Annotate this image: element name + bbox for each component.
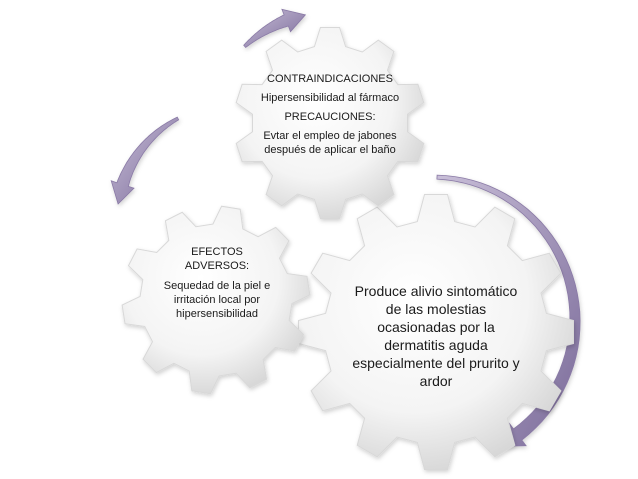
gear-right	[298, 194, 574, 470]
gear-left	[121, 205, 311, 395]
adverse-effects-text: Sequedad de la piel e irritación local p…	[163, 280, 271, 320]
precautions-heading: PRECAUCIONES:	[284, 111, 376, 123]
contraindications-heading: CONTRAINDICACIONES	[267, 73, 393, 85]
gear-right-text: Produce alivio sintomático de las molest…	[352, 282, 520, 390]
precautions-text: Evtar el empleo de jabones después de ap…	[263, 130, 397, 156]
cycle-arrow-left	[110, 116, 180, 205]
effect-description: Produce alivio sintomático de las molest…	[352, 283, 520, 389]
gear-left-text: EFECTOS ADVERSOS: Sequedad de la piel e …	[158, 245, 276, 321]
gear-top	[235, 27, 425, 219]
gear-top-text: CONTRAINDICACIONES Hipersensibilidad al …	[250, 72, 410, 157]
adverse-effects-heading: EFECTOS ADVERSOS:	[184, 246, 250, 272]
contraindications-text: Hipersensibilidad al fármaco	[260, 92, 400, 104]
cycle-arrow-top	[243, 8, 307, 49]
